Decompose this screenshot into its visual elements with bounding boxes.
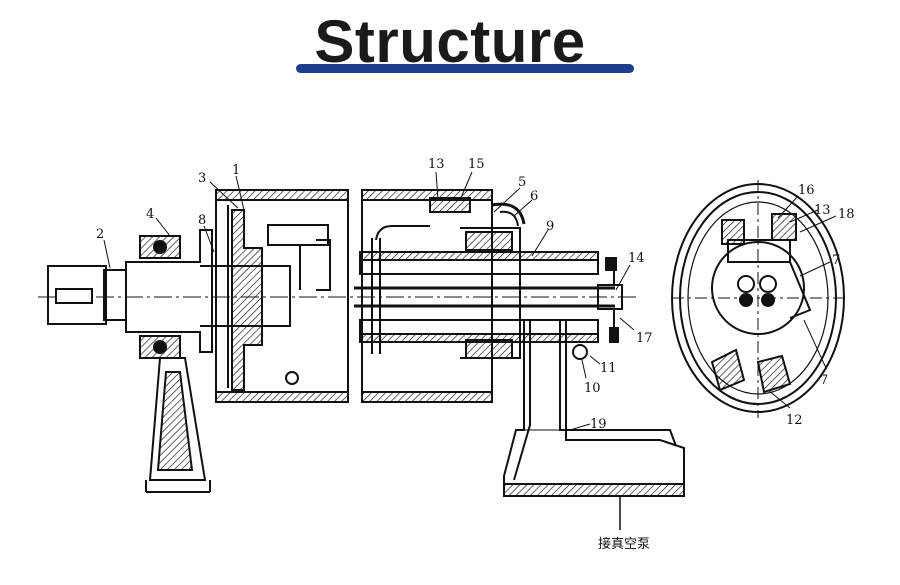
label-11: 11	[600, 361, 617, 376]
label-17a: 17	[636, 331, 653, 346]
label-9: 9	[546, 219, 554, 234]
label-3: 3	[198, 171, 206, 186]
label-5: 5	[518, 175, 526, 190]
support-stand	[148, 357, 207, 481]
label-14: 14	[628, 251, 645, 266]
part-labels: 1 2 3 4 5 6 7 7 8 9 10 11 12 13 13 14 15…	[96, 157, 855, 552]
machine-drawing	[38, 180, 846, 530]
label-10: 10	[584, 381, 601, 396]
leader-lines	[103, 171, 837, 431]
label-vacuum-pump: 接真空泵	[598, 536, 650, 552]
label-6: 6	[530, 189, 538, 204]
label-7a: 7	[832, 253, 840, 268]
label-16: 16	[798, 183, 815, 198]
motor-coupling	[47, 265, 107, 325]
label-7b: 7	[820, 373, 828, 388]
label-8: 8	[198, 213, 206, 228]
drive-housing	[125, 229, 213, 353]
label-12: 12	[786, 413, 803, 428]
label-13b: 13	[814, 203, 831, 218]
title-underline	[296, 64, 634, 73]
page-title: Structure	[314, 8, 586, 75]
label-18: 18	[838, 207, 855, 222]
label-1: 1	[232, 163, 240, 178]
drum-right-section	[361, 189, 493, 403]
label-4: 4	[146, 207, 154, 222]
label-19: 19	[590, 417, 607, 432]
label-13a: 13	[428, 157, 445, 172]
cross-section-core	[711, 241, 805, 335]
label-15: 15	[468, 157, 485, 172]
label-2: 2	[96, 227, 104, 242]
